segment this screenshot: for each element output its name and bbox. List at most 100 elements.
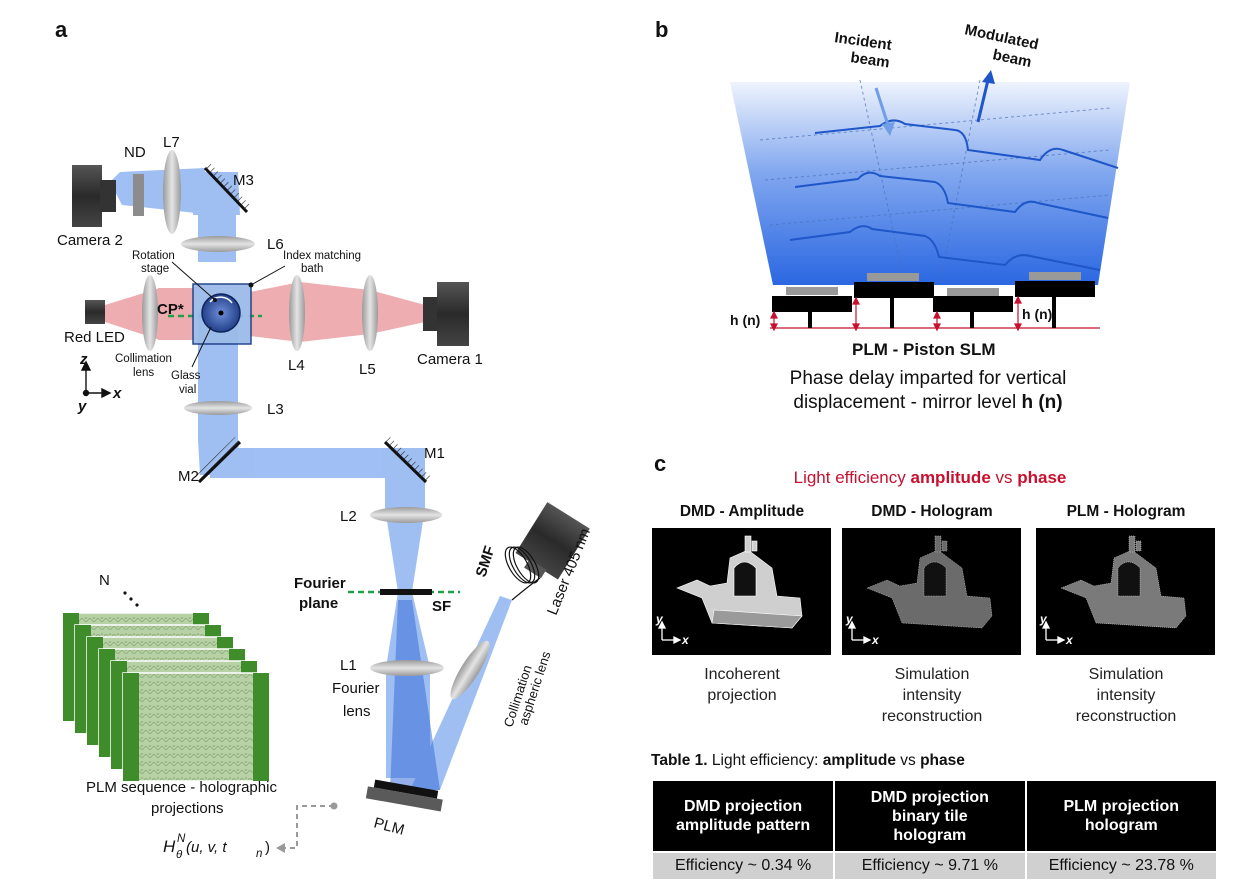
sequence-caption-1: PLM sequence - holographic [86, 779, 277, 796]
index-bath-dot [248, 282, 254, 288]
image-3-caption-1: Simulation [1088, 666, 1164, 683]
header-3-line-2: hologram [1084, 817, 1158, 834]
sequence-caption-2: projections [151, 800, 224, 817]
fourier-plane-label-2: plane [299, 595, 338, 612]
holographic-projection-stack [62, 612, 270, 782]
table-row: Efficiency ~ 0.34 % Efficiency ~ 9.71 % … [653, 853, 1216, 879]
lens-l7 [163, 150, 181, 234]
panel-c-title-phase: phase [1017, 468, 1066, 487]
image-1-caption-2: projection [707, 687, 777, 704]
svg-text:H: H [163, 837, 176, 856]
rotation-stage-label-1: Rotation [132, 250, 175, 262]
smf-label: SMF [473, 544, 499, 579]
boat-render-speckle-icon [866, 535, 993, 629]
glass-vial-label-2: vial [179, 384, 196, 396]
spatial-filter [380, 589, 432, 595]
table-cell: Efficiency ~ 0.34 % [653, 853, 834, 879]
header-1-line-2: amplitude pattern [675, 817, 811, 834]
collimation-lens-label-1: Collimation [115, 353, 172, 365]
mirror-m3 [203, 163, 252, 214]
hologram-arrow-head [276, 843, 285, 853]
red-led-icon [85, 300, 105, 324]
fourier-plane-label-1: Fourier [294, 575, 346, 592]
rotation-stage-leader [171, 261, 216, 301]
image-2-caption: Simulation intensity reconstruction [842, 664, 1022, 727]
vial-center [218, 310, 224, 316]
formula-sub: θ [176, 849, 183, 861]
m1-label: M1 [424, 445, 445, 462]
dashed-wavefront-guides [759, 79, 1111, 286]
image-1-axis-y: y [655, 612, 664, 626]
projection-frame-border [253, 673, 269, 781]
modulated-beam-arrow [976, 70, 995, 123]
hologram-arrow-dot [330, 802, 338, 810]
m2-label: M2 [178, 468, 199, 485]
index-bath-leader [250, 265, 286, 286]
lens-l1 [370, 660, 444, 676]
smf-fiber-icon [504, 546, 541, 601]
image-3-caption-2: intensity [1096, 687, 1156, 704]
mirror-4 [1015, 281, 1095, 297]
l4-label: L4 [288, 357, 305, 374]
m3-label: M3 [233, 172, 254, 189]
glass-vial-leader [191, 326, 212, 368]
mirror-1 [772, 296, 852, 312]
l2-label: L2 [340, 508, 357, 525]
image-2-caption-1: Simulation [894, 666, 970, 683]
mirror-m2 [194, 437, 242, 484]
table-title-amp: amplitude [823, 752, 897, 769]
rotation-stage-label-2: stage [141, 263, 169, 275]
plm-piston-title: PLM - Piston SLM [852, 340, 996, 359]
panel-c-title-prefix: Light efficiency [794, 468, 911, 487]
panel-c-title-mid: vs [991, 468, 1017, 487]
image-1-axis-x: x [681, 633, 690, 647]
index-bath-label-2: bath [301, 263, 323, 275]
formula-args: (u, v, t [186, 839, 227, 856]
image-2-caption-2: intensity [902, 687, 962, 704]
image-3-caption-3: reconstruction [1075, 708, 1177, 725]
image-2-dmd-hologram: y x [842, 528, 1021, 655]
table-header-row: DMD projection amplitude pattern DMD proj… [653, 781, 1216, 851]
piston-mirror-array [770, 272, 1100, 329]
lens-l2 [370, 507, 442, 523]
incident-label-2: beam [849, 49, 890, 71]
table-cell: Efficiency ~ 9.71 % [835, 853, 1025, 879]
camera-1-icon [423, 282, 469, 346]
rotation-arrow-icon [209, 296, 233, 304]
formula-n: n [256, 848, 262, 860]
collimation-lens-label-2: lens [133, 367, 154, 379]
camera-2-label: Camera 2 [57, 232, 123, 249]
image-2-axis-x: x [871, 633, 880, 647]
mirror-m1 [383, 437, 431, 484]
wavefronts [789, 119, 1119, 271]
axis-y-label: y [77, 398, 87, 415]
l6-label: L6 [267, 236, 284, 253]
header-2-line-1: DMD projection [870, 788, 989, 806]
header-2-line-2: binary tile [892, 807, 968, 825]
phase-caption-1: Phase delay imparted for vertical [790, 368, 1067, 389]
image-2-axis-y: y [845, 612, 854, 626]
phase-caption-2-text: displacement - mirror level [793, 392, 1021, 413]
cp-label: CP* [157, 301, 184, 318]
boat-render-solid-icon [676, 535, 803, 629]
blue-beam-dark [390, 600, 440, 790]
projection-frame [122, 672, 270, 782]
rotation-stage-dot [213, 298, 217, 302]
camera-1-label: Camera 1 [417, 351, 483, 368]
panel-c-title: Light efficiency amplitude vs phase [794, 468, 1067, 487]
table-cell: Efficiency ~ 23.78 % [1026, 853, 1216, 879]
formula-h: H [163, 837, 176, 856]
axis-triad [80, 360, 112, 399]
mirror-2 [854, 282, 934, 298]
axis-x-label: x [112, 385, 122, 402]
beam-field [730, 82, 1130, 285]
l5-label: L5 [359, 361, 376, 378]
table-title-prefix: Table 1. [651, 752, 708, 769]
collimation-aspheric-lens [450, 640, 490, 700]
table-title-phase: phase [920, 752, 965, 769]
h-left-label: h (n) [730, 312, 760, 328]
lens-l6 [181, 236, 255, 252]
image-3-axis-y: y [1039, 612, 1048, 626]
